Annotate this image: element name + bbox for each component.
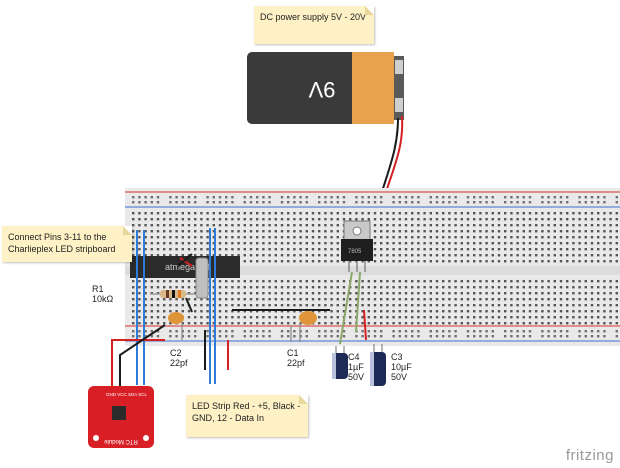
wire-reg-red [363,309,367,341]
battery-label: 9V [308,77,335,102]
label-c4-value1: 1µF [348,362,364,372]
label-c4-value2: 50V [348,372,365,382]
capacitor-c3 [370,344,386,386]
label-c3-name: C3 [391,352,403,362]
label-c2: C2 22pf [170,348,188,368]
label-r1: R1 10kΩ [92,284,113,304]
label-c3-value2: 50V [391,372,408,382]
wire-reg-green-2 [355,271,361,333]
fritzing-logo: fritzing [565,447,614,464]
atmega-chip: atmega328 [130,256,240,278]
rtc-label: RTC Module [104,438,138,444]
rtc-pins-label: GND VCC SDA SCL [106,392,148,397]
label-c3: C3 10µF 50V [391,352,412,382]
resistor-r1 [150,290,195,298]
label-r1-value: 10kΩ [92,294,114,304]
label-c1-name: C1 [287,348,299,358]
voltage-regulator: 7805 [341,220,373,272]
label-c1: C1 22pf [287,348,305,368]
battery-9v: 9V [247,52,404,124]
chip-label: atmega328 [165,262,210,272]
wire-black-cross [177,253,193,267]
wire-red-rtc [111,339,165,390]
label-c4: C4 1µF 50V [348,352,364,382]
label-c3-value1: 10µF [391,362,412,372]
regulator-label: 7805 [348,249,362,255]
wire-black-rtc [119,324,166,390]
label-c2-value: 22pf [170,358,188,368]
label-c1-value: 22pf [287,358,305,368]
wire-red-cross [179,257,193,267]
capacitor-c2 [168,312,184,340]
note-power-supply: DC power supply 5V - 20V [254,6,374,44]
wire-black-short [185,297,193,313]
label-c2-name: C2 [170,348,182,358]
breadboard-holes [132,196,618,338]
label-c4-name: C4 [348,352,360,362]
label-r1-name: R1 [92,284,104,294]
wire-reg-green [339,271,353,345]
capacitor-c1 [290,311,317,342]
note-led-strip: LED Strip Red - +5, Black - GND, 12 - Da… [186,395,308,437]
capacitor-c4 [332,346,348,379]
crystal [195,257,209,299]
rtc-module: GND VCC SDA SCL RTC Module [88,386,154,448]
note-connect-pins: Connect Pins 3-11 to the Charlieplex LED… [2,226,132,262]
